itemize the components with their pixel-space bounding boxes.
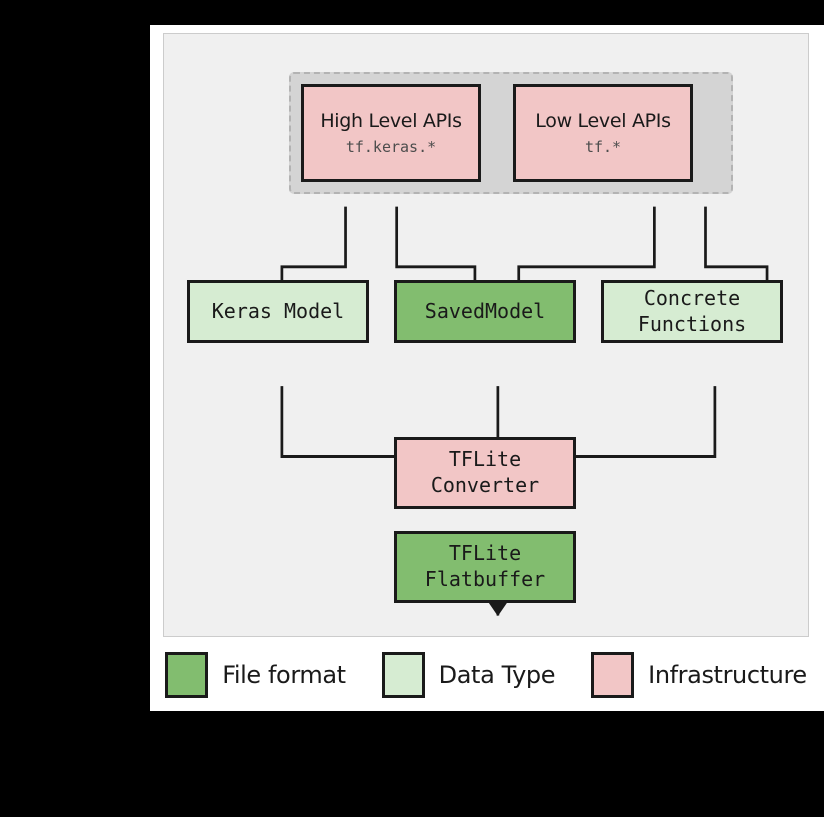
node-keras-model[interactable]: Keras Model xyxy=(187,280,369,343)
legend-label: File format xyxy=(222,661,346,689)
node-subtitle: tf.* xyxy=(584,137,622,156)
node-title: High Level APIs xyxy=(320,110,462,133)
node-savedmodel[interactable]: SavedModel xyxy=(394,280,576,343)
legend-label: Infrastructure xyxy=(648,661,807,689)
node-tflite-flatbuffer[interactable]: TFLite Flatbuffer xyxy=(394,531,576,603)
node-label-line: Flatbuffer xyxy=(424,567,546,591)
node-tflite-converter[interactable]: TFLite Converter xyxy=(394,437,576,509)
node-label-line: Concrete xyxy=(643,285,741,310)
node-low-level-apis[interactable]: Low Level APIs tf.* xyxy=(513,84,693,182)
node-label-line: SavedModel xyxy=(424,298,546,323)
file-format-swatch xyxy=(165,652,209,698)
node-label-line: Keras Model xyxy=(211,298,345,323)
diagram-panel: High Level APIs tf.keras.* Low Level API… xyxy=(163,33,809,637)
node-label-line: TFLite xyxy=(448,541,522,566)
infrastructure-swatch xyxy=(591,652,635,698)
diagram-card: High Level APIs tf.keras.* Low Level API… xyxy=(150,25,824,711)
node-high-level-apis[interactable]: High Level APIs tf.keras.* xyxy=(301,84,481,182)
node-concrete-functions[interactable]: Concrete Functions xyxy=(601,280,783,343)
node-label-line: Functions xyxy=(637,311,747,336)
legend: File format Data Type Infrastructure xyxy=(163,645,809,705)
node-label-line: TFLite xyxy=(448,447,522,472)
node-subtitle: tf.keras.* xyxy=(345,137,437,156)
legend-item-data-type: Data Type xyxy=(381,652,556,698)
node-label-line: Converter xyxy=(430,473,540,497)
data-type-swatch xyxy=(381,652,425,698)
node-title: Low Level APIs xyxy=(535,110,671,133)
legend-item-file-format: File format xyxy=(165,652,346,698)
legend-item-infrastructure: Infrastructure xyxy=(591,652,807,698)
legend-label: Data Type xyxy=(438,661,556,689)
